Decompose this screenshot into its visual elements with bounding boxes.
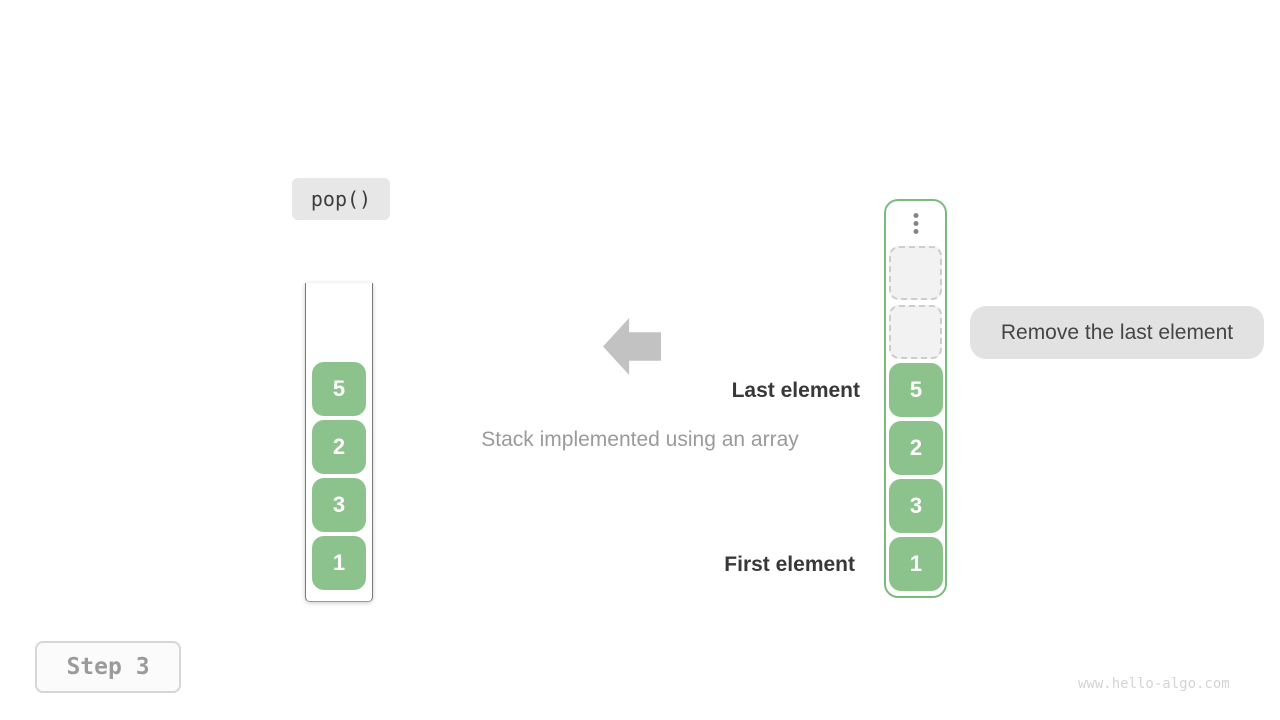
diagram-caption: Stack implemented using an array: [481, 428, 799, 451]
step-indicator: Step 3: [35, 641, 181, 693]
pop-direction-arrow-icon: [603, 318, 661, 375]
watermark: www.hello-algo.com: [1078, 676, 1230, 692]
dot: [913, 229, 918, 234]
dot: [913, 221, 918, 226]
first-element-label: First element: [724, 553, 855, 576]
action-note: Remove the last element: [970, 306, 1264, 359]
stack-container-before: 5 2 3 1: [305, 283, 373, 602]
ellipsis-icon: [913, 213, 918, 234]
empty-slot: [889, 305, 942, 359]
array-container-after: 5 2 3 1: [884, 199, 947, 598]
stack-element: 5: [312, 362, 366, 416]
operation-label: pop(): [292, 178, 390, 220]
stack-element: 1: [312, 536, 366, 590]
dot: [913, 213, 918, 218]
array-element: 1: [889, 537, 943, 591]
array-element: 5: [889, 363, 943, 417]
last-element-label: Last element: [731, 379, 860, 402]
stack-element: 3: [312, 478, 366, 532]
array-element: 2: [889, 421, 943, 475]
stack-element: 2: [312, 420, 366, 474]
empty-slot: [889, 246, 942, 300]
array-element: 3: [889, 479, 943, 533]
